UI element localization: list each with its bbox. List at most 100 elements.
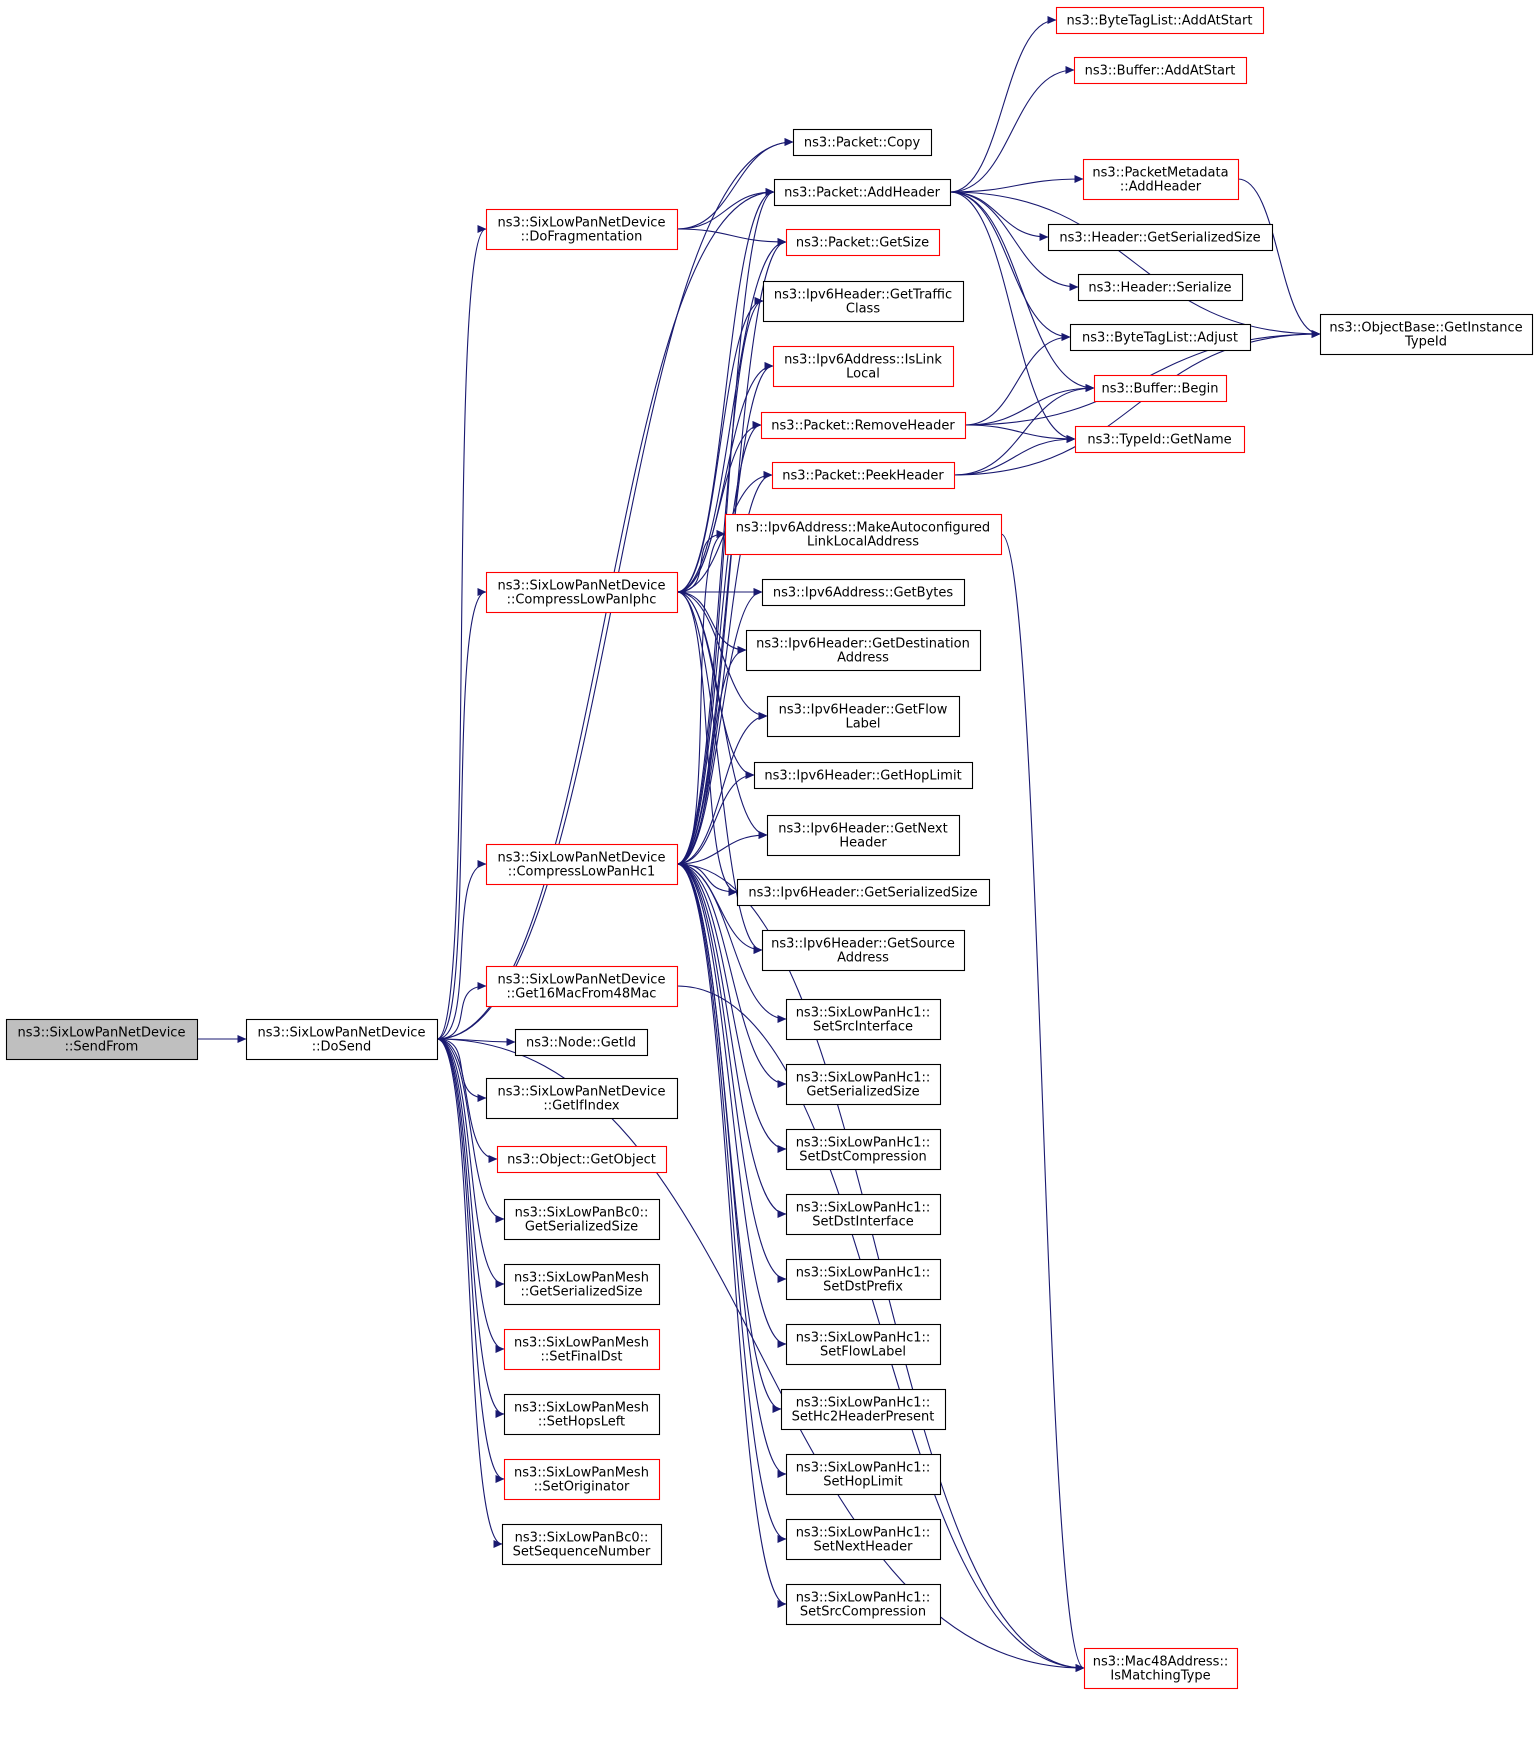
node-label: ns3::Ipv6Header::GetTraffic (774, 288, 952, 303)
node-hc1-setdstinterface[interactable]: ns3::SixLowPanHc1::SetDstInterface (785, 1193, 942, 1236)
edge-path (676, 362, 774, 865)
node-hc1-setnextheader[interactable]: ns3::SixLowPanHc1::SetNextHeader (785, 1518, 942, 1561)
node-bc0-setsequencenumber[interactable]: ns3::SixLowPanBc0::SetSequenceNumber (501, 1523, 663, 1566)
node-label: ns3::Packet::GetSize (796, 236, 929, 251)
node-compresslowpaniphc[interactable]: ns3::SixLowPanNetDevice::CompressLowPanI… (485, 571, 679, 614)
node-buffer-addatstart[interactable]: ns3::Buffer::AddAtStart (1073, 56, 1248, 85)
node-header-getserializedsize[interactable]: ns3::Header::GetSerializedSize (1047, 223, 1274, 252)
node-mesh-sethopsleft[interactable]: ns3::SixLowPanMesh::SetHopsLeft (503, 1393, 661, 1436)
node-packetmetadata-addheader[interactable]: ns3::PacketMetadata::AddHeader (1082, 158, 1240, 201)
node-label: ::DoSend (312, 1040, 371, 1055)
node-hc1-sethoplimit[interactable]: ns3::SixLowPanHc1::SetHopLimit (785, 1453, 942, 1496)
node-packet-addheader[interactable]: ns3::Packet::AddHeader (773, 178, 952, 207)
edge-path (676, 137, 794, 230)
edge-compresslowpaniphc-to-packet-getsize (676, 238, 787, 593)
node-box (785, 1258, 942, 1301)
node-label: ns3::Ipv6Header::GetSource (771, 937, 955, 952)
edge-compresslowpanhc1-to-packet-peekheader (676, 471, 773, 865)
edge-packet-addheader-to-header-getserializedsize (949, 191, 1049, 242)
node-dofragmentation[interactable]: ns3::SixLowPanNetDevice::DoFragmentation (485, 208, 679, 251)
node-label: ns3::SixLowPanHc1:: (796, 1006, 931, 1021)
node-label: ns3::SixLowPanHc1:: (796, 1396, 931, 1411)
edge-path (676, 863, 787, 1608)
edge-packet-peekheader-to-objectbase-getinstancetypeid (953, 329, 1321, 476)
node-bytetaglist-adjust[interactable]: ns3::ByteTagList::Adjust (1069, 323, 1252, 352)
node-node-getid[interactable]: ns3::Node::GetId (514, 1028, 649, 1057)
nodes-layer: ns3::SixLowPanNetDevice::SendFromns3::Si… (5, 6, 1534, 1690)
node-ipv6header-gethoplimit[interactable]: ns3::Ipv6Header::GetHopLimit (753, 761, 974, 790)
node-box (1083, 1647, 1239, 1690)
edge-dosend-to-dofragmentation (436, 225, 487, 1040)
edge-path (676, 711, 768, 865)
node-box (736, 878, 991, 907)
node-label: ::Get16MacFrom48Mac (507, 987, 657, 1002)
node-hc1-setdstcompression[interactable]: ns3::SixLowPanHc1::SetDstCompression (785, 1128, 942, 1171)
node-label: ns3::SixLowPanBc0:: (515, 1531, 649, 1546)
node-object-getobject[interactable]: ns3::Object::GetObject (496, 1145, 668, 1174)
node-label: ns3::Node::GetId (526, 1036, 636, 1051)
node-ipv6address-makeautoconfigured[interactable]: ns3::Ipv6Address::MakeAutoconfiguredLink… (724, 513, 1003, 556)
node-box (785, 1063, 942, 1106)
edge-path (676, 530, 726, 865)
node-get16macfrom48mac[interactable]: ns3::SixLowPanNetDevice::Get16MacFrom48M… (485, 965, 679, 1008)
edge-path (1237, 178, 1321, 339)
edge-dosend-to-mesh-sethopsleft (436, 1038, 505, 1418)
edge-path (676, 471, 773, 865)
node-label: ns3::SixLowPanHc1:: (796, 1331, 931, 1346)
node-header-serialize[interactable]: ns3::Header::Serialize (1077, 273, 1244, 302)
node-hc1-setdstprefix[interactable]: ns3::SixLowPanHc1::SetDstPrefix (785, 1258, 942, 1301)
edge-packet-addheader-to-bytetaglist-addatstart (949, 15, 1057, 193)
node-mesh-setoriginator[interactable]: ns3::SixLowPanMesh::SetOriginator (503, 1458, 661, 1501)
node-packet-removeheader[interactable]: ns3::Packet::RemoveHeader (760, 411, 967, 440)
node-box (785, 1193, 942, 1236)
edge-compresslowpanhc1-to-ipv6header-getflowlabel (676, 711, 768, 865)
node-packet-copy[interactable]: ns3::Packet::Copy (792, 128, 933, 157)
node-bytetaglist-addatstart[interactable]: ns3::ByteTagList::AddAtStart (1055, 6, 1265, 35)
node-box (773, 178, 952, 207)
edge-path (676, 863, 787, 1218)
node-hc1-setsrcinterface[interactable]: ns3::SixLowPanHc1::SetSrcInterface (785, 998, 942, 1041)
node-buffer-begin[interactable]: ns3::Buffer::Begin (1093, 374, 1228, 403)
node-mesh-setfinaldst[interactable]: ns3::SixLowPanMesh::SetFinalDst (503, 1328, 661, 1371)
node-getifindex[interactable]: ns3::SixLowPanNetDevice::GetIfIndex (485, 1077, 679, 1120)
edge-path (676, 645, 747, 865)
node-hc1-sethc2headerpresent[interactable]: ns3::SixLowPanHc1::SetHc2HeaderPresent (780, 1388, 947, 1431)
node-bc0-getserializedsize[interactable]: ns3::SixLowPanBc0::GetSerializedSize (503, 1198, 661, 1241)
node-mesh-getserializedsize[interactable]: ns3::SixLowPanMesh::GetSerializedSize (503, 1263, 661, 1306)
node-label: ns3::Ipv6Header::GetDestination (756, 637, 970, 652)
node-packet-peekheader[interactable]: ns3::Packet::PeekHeader (771, 461, 956, 490)
edge-compresslowpanhc1-to-hc1-setdstinterface (676, 863, 787, 1218)
node-hc1-getserializedsize[interactable]: ns3::SixLowPanHc1::GetSerializedSize (785, 1063, 942, 1106)
edge-dosend-to-get16macfrom48mac (436, 981, 487, 1040)
node-typeid-getname[interactable]: ns3::TypeId::GetName (1074, 425, 1246, 454)
node-packet-getsize[interactable]: ns3::Packet::GetSize (785, 228, 941, 257)
node-ipv6address-getbytes[interactable]: ns3::Ipv6Address::GetBytes (761, 578, 966, 607)
node-label: ns3::SixLowPanNetDevice (498, 579, 666, 594)
edge-path (436, 1038, 505, 1418)
edge-path (436, 1038, 1085, 1673)
node-label: SetHopLimit (823, 1475, 903, 1490)
node-label: ns3::TypeId::GetName (1087, 433, 1231, 448)
node-compresslowpanhc1[interactable]: ns3::SixLowPanNetDevice::CompressLowPanH… (485, 843, 679, 886)
node-box (503, 1458, 661, 1501)
edge-path (676, 863, 787, 1024)
node-box (5, 1018, 199, 1061)
node-label: ns3::SixLowPanHc1:: (796, 1136, 931, 1151)
node-ipv6header-getserializedsize[interactable]: ns3::Ipv6Header::GetSerializedSize (736, 878, 991, 907)
node-dosend[interactable]: ns3::SixLowPanNetDevice::DoSend (245, 1018, 439, 1061)
node-box (785, 1323, 942, 1366)
node-label: ns3::Ipv6Address::IsLink (784, 353, 942, 368)
node-hc1-setsrccompression[interactable]: ns3::SixLowPanHc1::SetSrcCompression (785, 1583, 942, 1626)
node-mac48address-ismatchingtype[interactable]: ns3::Mac48Address::IsMatchingType (1083, 1647, 1239, 1690)
edge-packet-removeheader-to-bytetaglist-adjust (964, 332, 1071, 426)
node-hc1-setflowlabel[interactable]: ns3::SixLowPanHc1::SetFlowLabel (785, 1323, 942, 1366)
edge-ipv6address-makeautoconfigured-to-mac48address-ismatchingtype (1000, 533, 1085, 1672)
edge-path (949, 191, 1076, 444)
